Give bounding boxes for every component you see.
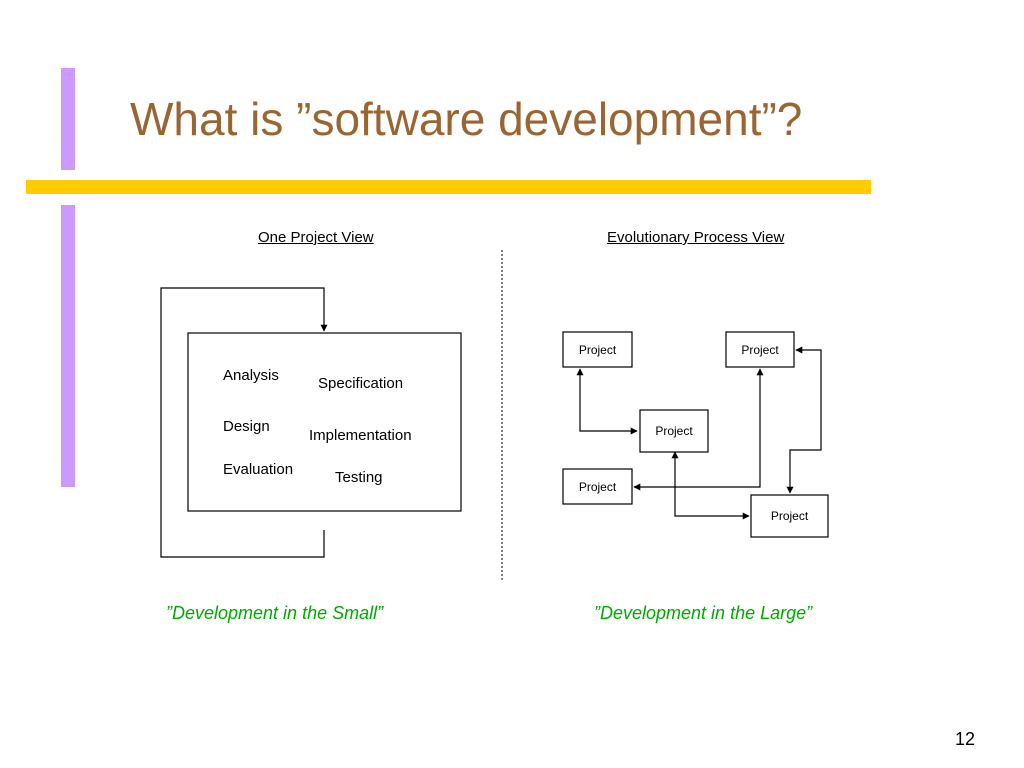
connector-arrow xyxy=(671,451,750,520)
activity-label: Design xyxy=(223,418,270,435)
page-number: 12 xyxy=(955,729,976,749)
activity-label: Implementation xyxy=(309,427,412,444)
connector-arrow xyxy=(786,346,822,494)
project-node-label: Project xyxy=(771,509,809,523)
project-node: Project xyxy=(562,468,633,505)
project-node: Project xyxy=(750,494,829,538)
activity-label: Specification xyxy=(318,375,403,392)
project-node: Project xyxy=(562,331,633,368)
accent-bar-top xyxy=(61,68,75,170)
left-panel-heading: One Project View xyxy=(258,229,374,246)
activity-label: Analysis xyxy=(223,367,279,384)
project-node: Project xyxy=(725,331,795,368)
slide-title: What is ”software development”? xyxy=(130,93,803,145)
project-node-label: Project xyxy=(655,424,693,438)
title-rule xyxy=(26,180,871,194)
right-panel-caption: ”Development in the Large” xyxy=(594,603,813,623)
connector-arrow xyxy=(576,368,638,435)
right-panel-heading: Evolutionary Process View xyxy=(607,229,785,246)
project-node-label: Project xyxy=(579,480,617,494)
project-node-label: Project xyxy=(741,343,779,357)
activity-label: Testing xyxy=(335,469,383,486)
accent-bar-side xyxy=(61,205,75,487)
feedback-loop-line xyxy=(160,287,328,558)
activity-label: Evaluation xyxy=(223,461,293,478)
left-panel-caption: ”Development in the Small” xyxy=(166,603,384,623)
activity-box xyxy=(187,332,462,512)
project-node: Project xyxy=(639,409,709,453)
project-node-label: Project xyxy=(579,343,617,357)
